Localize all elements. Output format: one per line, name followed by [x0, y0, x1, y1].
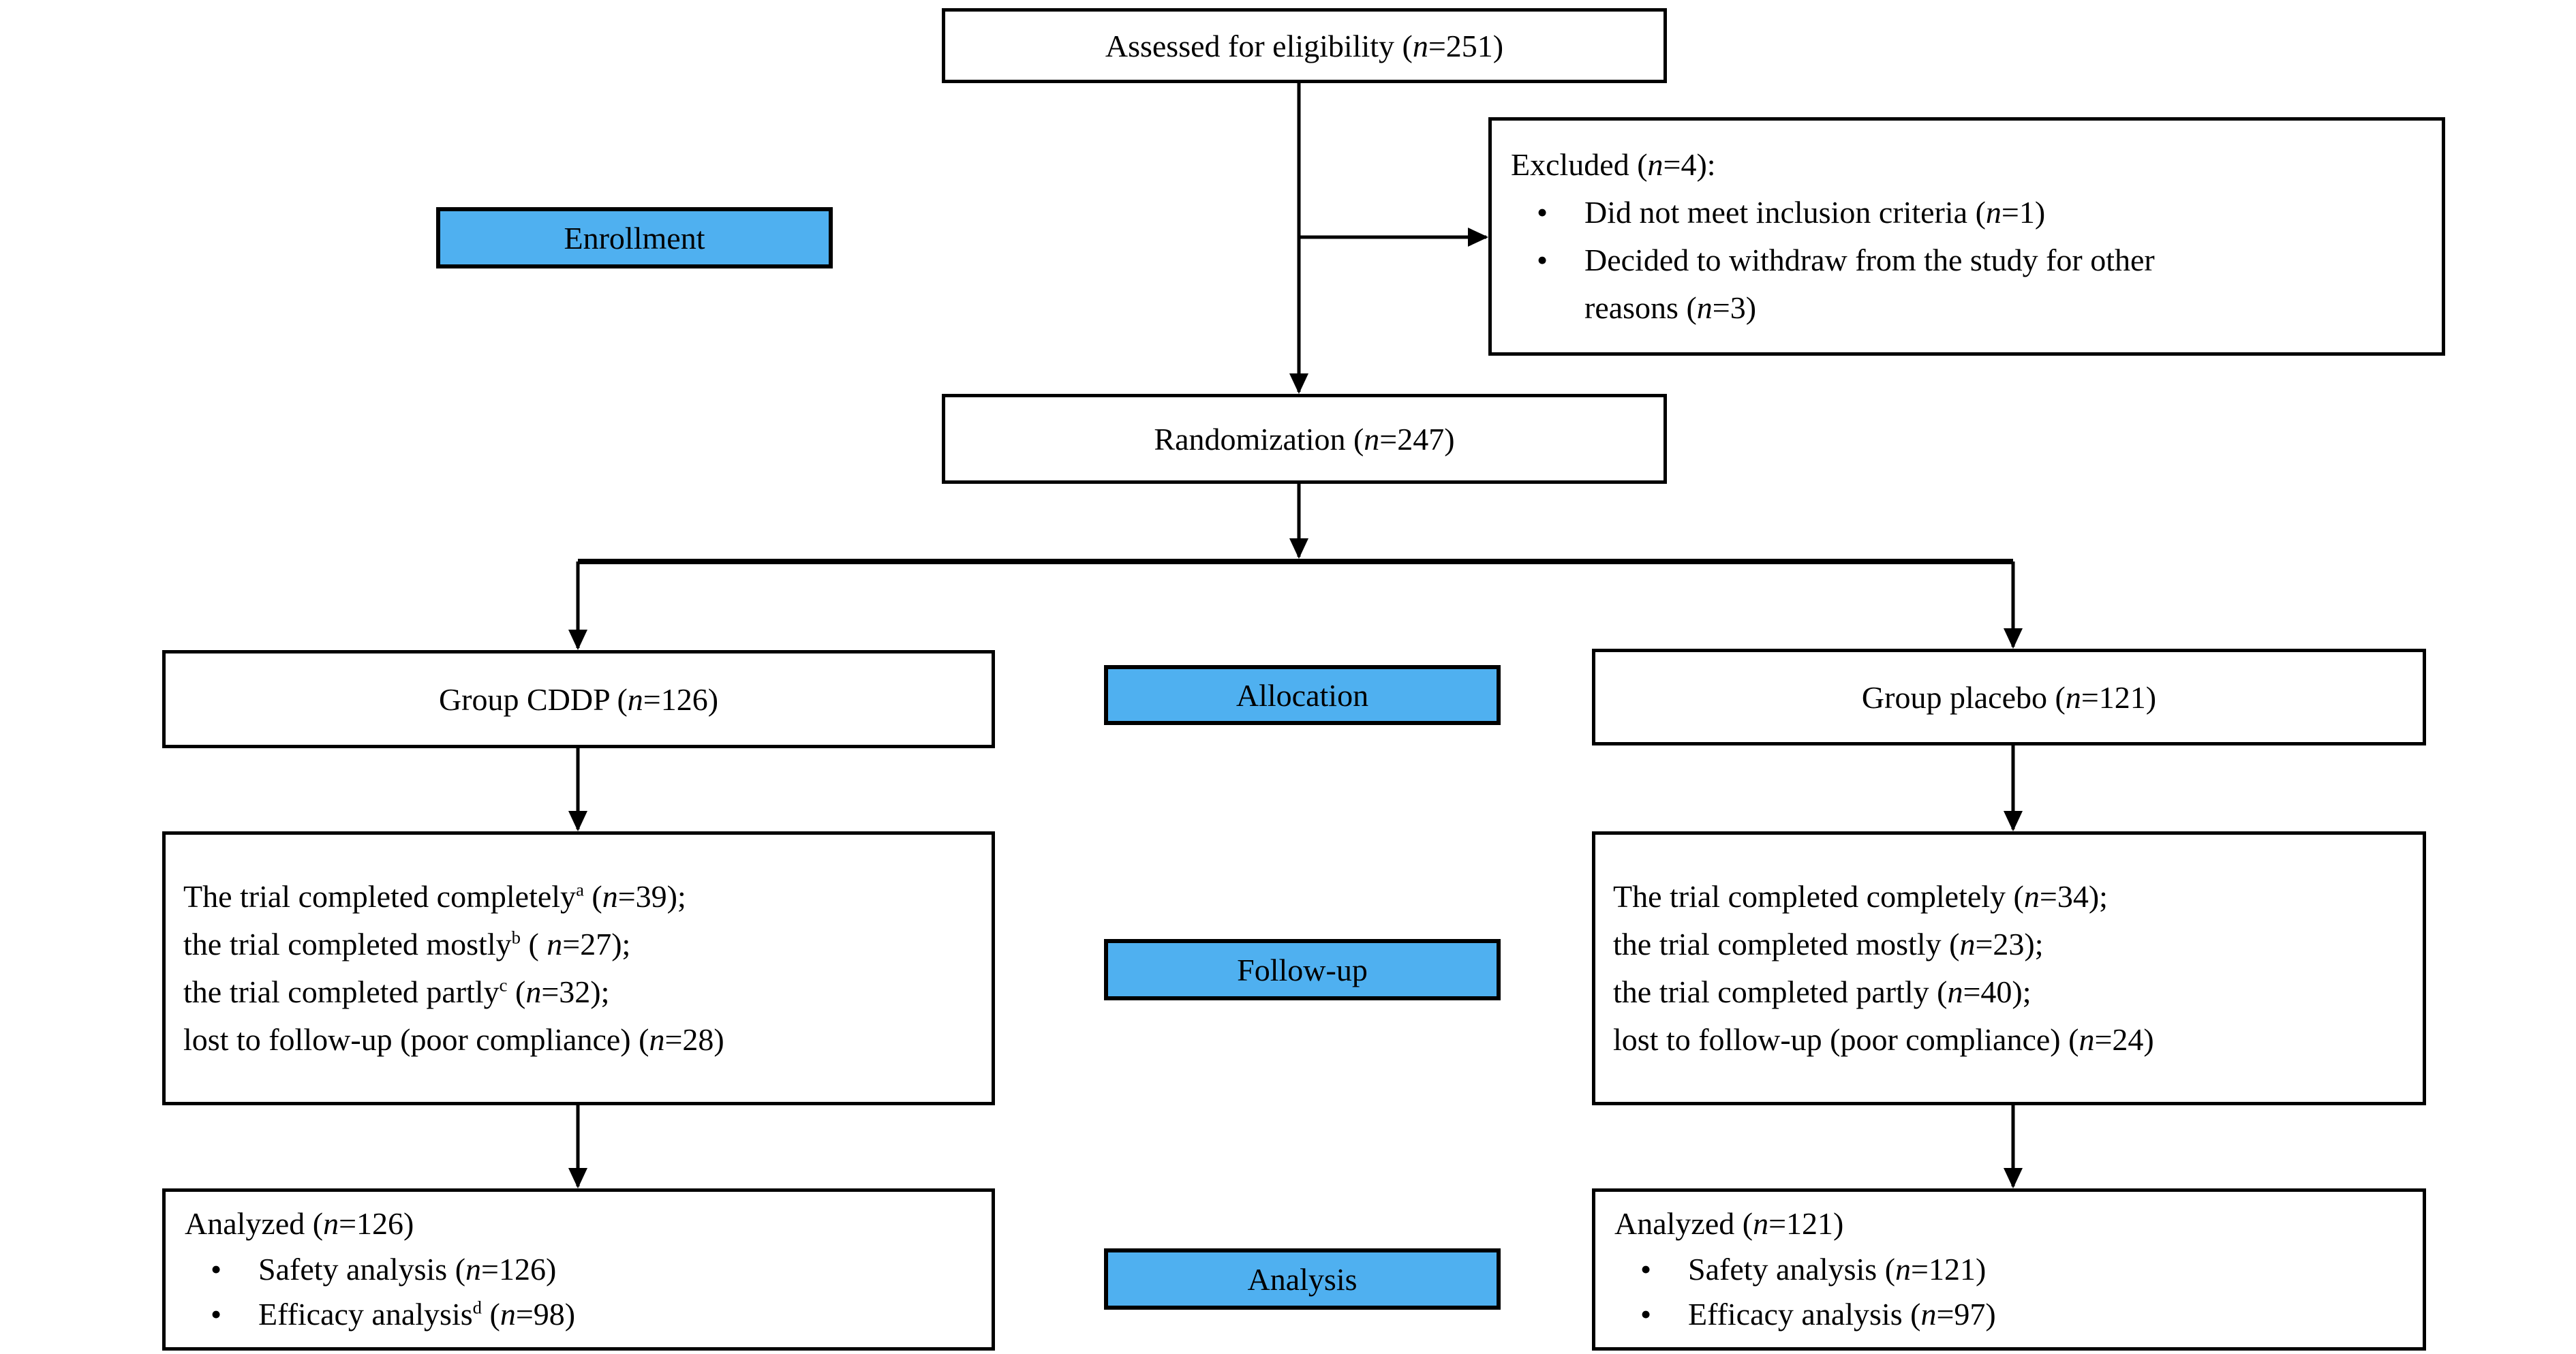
- analysis-placebo-bullet-item: Safety analysis (n=121): [1613, 1247, 2405, 1293]
- analysis-cddp-title: Analyzed (n=126): [185, 1205, 414, 1241]
- analysis-placebo-box: Analyzed (n=121) Safety analysis (n=121)…: [1592, 1188, 2426, 1351]
- assessed-for-eligibility-text: Assessed for eligibility (n=251): [1105, 28, 1504, 63]
- excluded-bullet-item: Decided to withdraw from the study for o…: [1509, 236, 2424, 332]
- followup-placebo-line: lost to follow-up (poor compliance) (n=2…: [1613, 1021, 2154, 1057]
- randomization-box: Randomization (n=247): [942, 394, 1667, 484]
- analysis-placebo-bullet-list: Safety analysis (n=121) Efficacy analysi…: [1613, 1247, 2405, 1338]
- group-cddp-box: Group CDDP (n=126): [162, 650, 995, 748]
- followup-stage-label: Follow-up: [1104, 939, 1501, 1000]
- followup-cddp-line: the trial completed partlyc (n=32);: [183, 974, 610, 1009]
- analysis-stage-label: Analysis: [1104, 1248, 1501, 1310]
- group-placebo-box: Group placebo (n=121): [1592, 649, 2426, 745]
- analysis-cddp-bullet-item: Safety analysis (n=126): [183, 1247, 974, 1293]
- followup-stage-label-text: Follow-up: [1237, 952, 1368, 987]
- group-placebo-text: Group placebo (n=121): [1861, 679, 2157, 715]
- followup-cddp-line: lost to follow-up (poor compliance) (n=2…: [183, 1021, 724, 1057]
- followup-cddp-box: The trial completed completelya (n=39); …: [162, 831, 995, 1105]
- randomization-text: Randomization (n=247): [1154, 421, 1455, 457]
- followup-placebo-box: The trial completed completely (n=34); t…: [1592, 831, 2426, 1105]
- analysis-placebo-title: Analyzed (n=121): [1614, 1205, 1844, 1241]
- analysis-stage-label-text: Analysis: [1247, 1261, 1358, 1297]
- excluded-bullet-item: Did not meet inclusion criteria (n=1): [1509, 189, 2424, 236]
- followup-cddp-line: the trial completed mostlyb ( n=27);: [183, 927, 631, 962]
- analysis-cddp-box: Analyzed (n=126) Safety analysis (n=126)…: [162, 1188, 995, 1351]
- followup-placebo-line: The trial completed completely (n=34);: [1613, 879, 2108, 914]
- allocation-stage-label: Allocation: [1104, 665, 1501, 725]
- followup-placebo-line: the trial completed mostly (n=23);: [1613, 927, 2044, 962]
- analysis-cddp-bullet-list: Safety analysis (n=126) Efficacy analysi…: [183, 1247, 974, 1338]
- analysis-cddp-bullet-item: Efficacy analysisd (n=98): [183, 1292, 974, 1338]
- analysis-placebo-bullet-item: Efficacy analysis (n=97): [1613, 1292, 2405, 1338]
- enrollment-stage-label: Enrollment: [436, 207, 833, 268]
- followup-cddp-line: The trial completed completelya (n=39);: [183, 879, 686, 914]
- followup-placebo-line: the trial completed partly (n=40);: [1613, 974, 2031, 1009]
- group-cddp-text: Group CDDP (n=126): [438, 681, 719, 717]
- allocation-stage-label-text: Allocation: [1236, 677, 1369, 713]
- excluded-box: Excluded (n=4): Did not meet inclusion c…: [1488, 117, 2445, 356]
- excluded-bullet-list: Did not meet inclusion criteria (n=1) De…: [1509, 189, 2424, 332]
- enrollment-stage-label-text: Enrollment: [564, 220, 705, 256]
- excluded-title: Excluded (n=4):: [1511, 147, 1716, 183]
- assessed-for-eligibility-box: Assessed for eligibility (n=251): [942, 8, 1667, 83]
